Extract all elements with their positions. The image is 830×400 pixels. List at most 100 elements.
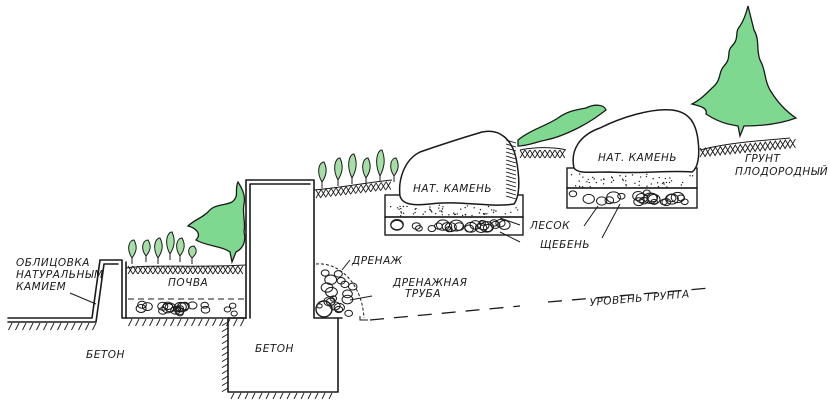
sand-dot [414, 208, 416, 210]
sand-dot [448, 214, 450, 216]
sand-dot [625, 183, 627, 186]
pebble [141, 302, 153, 312]
pebble [445, 226, 453, 233]
upper-slope [313, 137, 796, 199]
hatch-mark [149, 318, 154, 327]
hatch-mark [187, 265, 194, 275]
stone-terrace-2 [566, 109, 700, 209]
pebble [320, 269, 330, 277]
pebble [164, 302, 177, 313]
hatch-mark [221, 363, 229, 368]
pebble [137, 300, 147, 309]
natural-stone-1 [398, 130, 520, 206]
hatch-mark [505, 191, 517, 196]
hatch-mark [251, 392, 256, 400]
shrub-lower [186, 180, 246, 265]
hatch-mark [240, 318, 245, 327]
pebble [174, 307, 185, 316]
sand-dot [400, 212, 403, 214]
hatch-mark [554, 149, 561, 159]
hatch-mark [524, 149, 531, 159]
hatch-mark [221, 387, 229, 392]
plant-leaf [176, 237, 185, 257]
sand-dot [631, 174, 634, 176]
label-concrete-left: БЕТОН [86, 349, 125, 361]
sand-dot [661, 182, 664, 185]
sand-dot [429, 208, 431, 210]
sand-dot [414, 211, 416, 214]
hatch-mark [170, 318, 175, 327]
hatch-mark [328, 392, 333, 400]
hatch-mark [50, 322, 55, 331]
hatch-mark [135, 318, 140, 327]
hatch-mark [279, 392, 284, 400]
hatch-mark [192, 265, 199, 275]
sand-dot [646, 173, 648, 176]
sand-dot [650, 183, 652, 185]
hatch-mark [142, 265, 149, 275]
sand-dot [668, 181, 671, 184]
hatch-mark [244, 392, 249, 400]
sand-dot [430, 210, 432, 212]
label-cladding-line2: НАТУРАЛЬНЫМ [16, 269, 104, 281]
sand-dot [670, 180, 673, 182]
label-gravel: ЩЕБЕНЬ [540, 239, 590, 251]
label-fertile-soil-line2: ПЛОДОРОДНЫЙ [735, 165, 828, 178]
sand-dot [595, 181, 598, 184]
sand-dot [638, 180, 641, 183]
hatch-mark [759, 141, 766, 152]
hatch-mark [227, 265, 234, 275]
sand-dot [442, 206, 444, 208]
sand-dot [689, 175, 691, 177]
hatch-mark [182, 265, 189, 275]
hatch-mark [779, 139, 786, 150]
hatch-mark [335, 187, 342, 196]
hatch-mark [132, 265, 139, 275]
sand-dot [487, 205, 490, 208]
hatch-mark [156, 318, 161, 327]
sand-dot [396, 207, 399, 209]
pebble [617, 192, 626, 200]
ground-level-line [369, 287, 711, 321]
sand-dot [578, 180, 580, 182]
sand-dot [422, 213, 424, 215]
sand-dot [466, 205, 469, 207]
sand-dot [429, 206, 431, 208]
sand-dot [478, 212, 481, 214]
hatch-mark [162, 265, 169, 275]
sand-dot [452, 212, 455, 214]
sand-dot [589, 186, 592, 188]
hatch-mark [152, 265, 159, 275]
sand-dot [441, 211, 443, 213]
sand-dot [612, 179, 615, 182]
sand-dot [586, 181, 588, 183]
sand-dot [662, 181, 665, 184]
hatch-mark [137, 265, 144, 275]
hatch-mark [163, 318, 168, 327]
hatch-mark [265, 392, 270, 400]
sand-dot [582, 176, 584, 178]
label-sand: ЛЕСОК [529, 220, 570, 232]
sand-dot [431, 211, 433, 213]
hatch-mark [505, 163, 517, 168]
label-cladding-line3: КАМИЕМ [16, 281, 66, 293]
pebble [344, 309, 353, 317]
hatch-mark [355, 184, 362, 194]
sand-dot [399, 215, 402, 217]
hatch-mark [219, 318, 224, 327]
sand-dot [664, 177, 667, 180]
sand-dot [464, 213, 466, 216]
pebble [666, 193, 677, 203]
pebble [228, 302, 237, 309]
hatch-mark [64, 322, 69, 331]
pebble [478, 219, 486, 226]
hatch-mark [789, 138, 796, 149]
hatch-mark [300, 392, 305, 400]
hatch-mark [505, 167, 517, 172]
hatch-mark [744, 143, 751, 153]
sand-dot [619, 175, 621, 177]
plant-leaf [154, 237, 163, 259]
sand-dot [510, 211, 512, 214]
sand-dot [663, 183, 665, 185]
